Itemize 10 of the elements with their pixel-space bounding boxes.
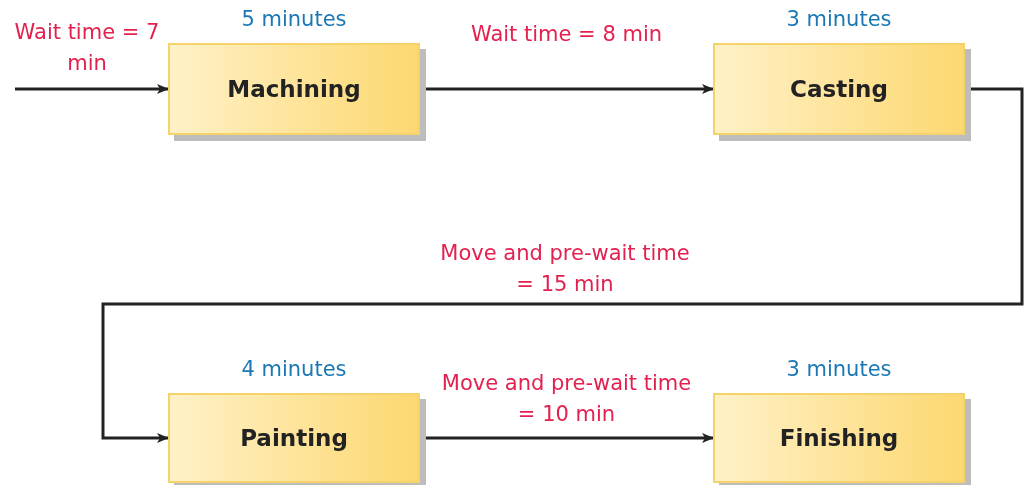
process-label: Casting	[790, 76, 888, 102]
arrow	[101, 87, 1024, 443]
process-label: Machining	[227, 76, 361, 102]
duration-label: 4 minutes	[240, 357, 348, 381]
process-label: Painting	[240, 425, 348, 451]
arrow	[15, 84, 169, 94]
duration-label: 5 minutes	[240, 7, 348, 31]
duration-label: 3 minutes	[785, 357, 893, 381]
duration-label: 3 minutes	[785, 7, 893, 31]
process-label: Finishing	[779, 425, 899, 451]
